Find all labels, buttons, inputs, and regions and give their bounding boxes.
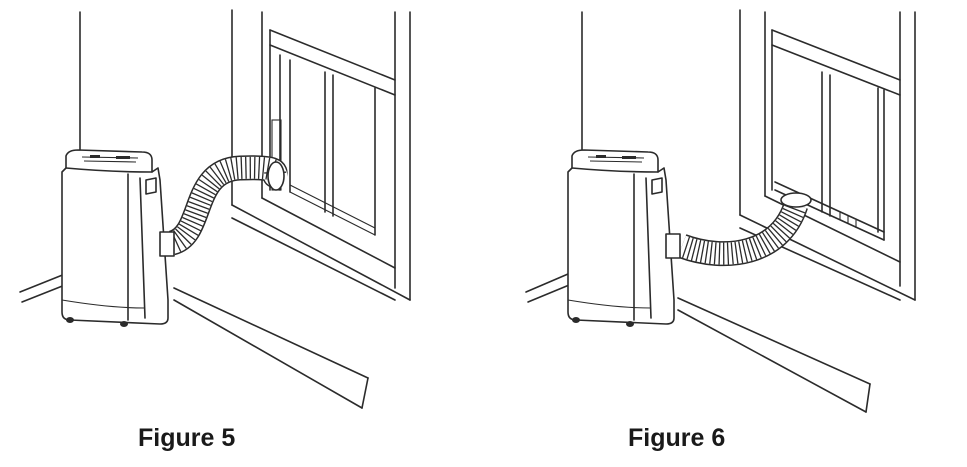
hose-rib <box>781 211 802 223</box>
hose-rib <box>180 220 201 232</box>
hose-rib <box>734 241 739 264</box>
hose-rib <box>235 157 239 180</box>
hose-rib <box>699 240 706 263</box>
hose-rib <box>182 216 203 227</box>
hose-rib <box>779 214 799 227</box>
hose-rib <box>681 236 691 259</box>
hose-rib <box>209 166 225 185</box>
hose-rib <box>770 225 787 243</box>
hose-rib <box>195 183 216 196</box>
hose-rib <box>695 239 702 262</box>
hose-rib <box>755 235 767 257</box>
hose-rib <box>219 160 230 182</box>
hose-rib <box>173 230 187 249</box>
hose-rib <box>718 242 721 265</box>
floor-left-line-2 <box>527 282 575 303</box>
hose-rib <box>240 156 243 179</box>
hose-rib <box>177 226 196 241</box>
hose-rib <box>741 240 748 263</box>
floor-line <box>677 309 867 413</box>
hose-rib <box>758 233 771 254</box>
window-connector <box>780 192 812 208</box>
figure-6-caption: Figure 6 <box>628 424 726 452</box>
hose-rib <box>761 232 775 252</box>
floor-line <box>173 299 363 409</box>
hose-rib <box>188 200 210 210</box>
baseboard-line <box>677 297 871 385</box>
hose-rib <box>214 163 227 184</box>
hose-rib <box>772 222 791 239</box>
hose-rib <box>186 205 208 214</box>
window-frame <box>231 9 411 301</box>
hose-rib <box>748 238 758 260</box>
hose-rib <box>245 156 247 179</box>
hose-rib <box>185 209 207 219</box>
baseboard-end <box>865 383 871 413</box>
hose-rib <box>224 159 233 181</box>
hose-rib <box>191 192 213 203</box>
hose-rib <box>198 178 218 193</box>
air-conditioner-unit <box>61 149 175 327</box>
hose-rib <box>178 223 199 236</box>
hose-rib <box>726 242 730 265</box>
hose-rib <box>738 241 744 264</box>
hose-rib <box>777 217 797 231</box>
air-conditioner-unit <box>567 149 681 327</box>
hose-rib <box>189 196 211 206</box>
hose-rib <box>175 228 192 245</box>
hose-rib <box>730 242 734 265</box>
hose-rib <box>193 187 215 199</box>
hose-ribs <box>681 204 806 265</box>
hose-rib <box>183 213 205 223</box>
hose-rib <box>709 241 713 264</box>
hose-rib <box>767 227 783 246</box>
hose-rib <box>704 241 709 264</box>
baseboard-end <box>361 377 369 409</box>
hose-rib <box>265 157 271 180</box>
hose-rib <box>782 207 804 219</box>
hose-rib <box>686 237 694 260</box>
hose-rib <box>713 242 717 265</box>
hose-rib <box>257 156 261 179</box>
hose-rib <box>690 239 698 261</box>
figure-5-caption: Figure 5 <box>138 424 236 452</box>
figure-6-illustration <box>525 9 916 413</box>
hose-rib <box>261 157 266 180</box>
hose-rib <box>764 230 779 249</box>
baseboard-line <box>173 287 369 379</box>
hose-rib <box>775 220 794 235</box>
hose-rib <box>745 239 753 262</box>
figure-5-illustration <box>19 9 411 409</box>
hose-rib <box>201 174 220 190</box>
window-connector <box>267 161 285 191</box>
hose-rib <box>230 157 236 180</box>
hose-rib <box>752 237 762 258</box>
hose-rib <box>205 170 222 187</box>
